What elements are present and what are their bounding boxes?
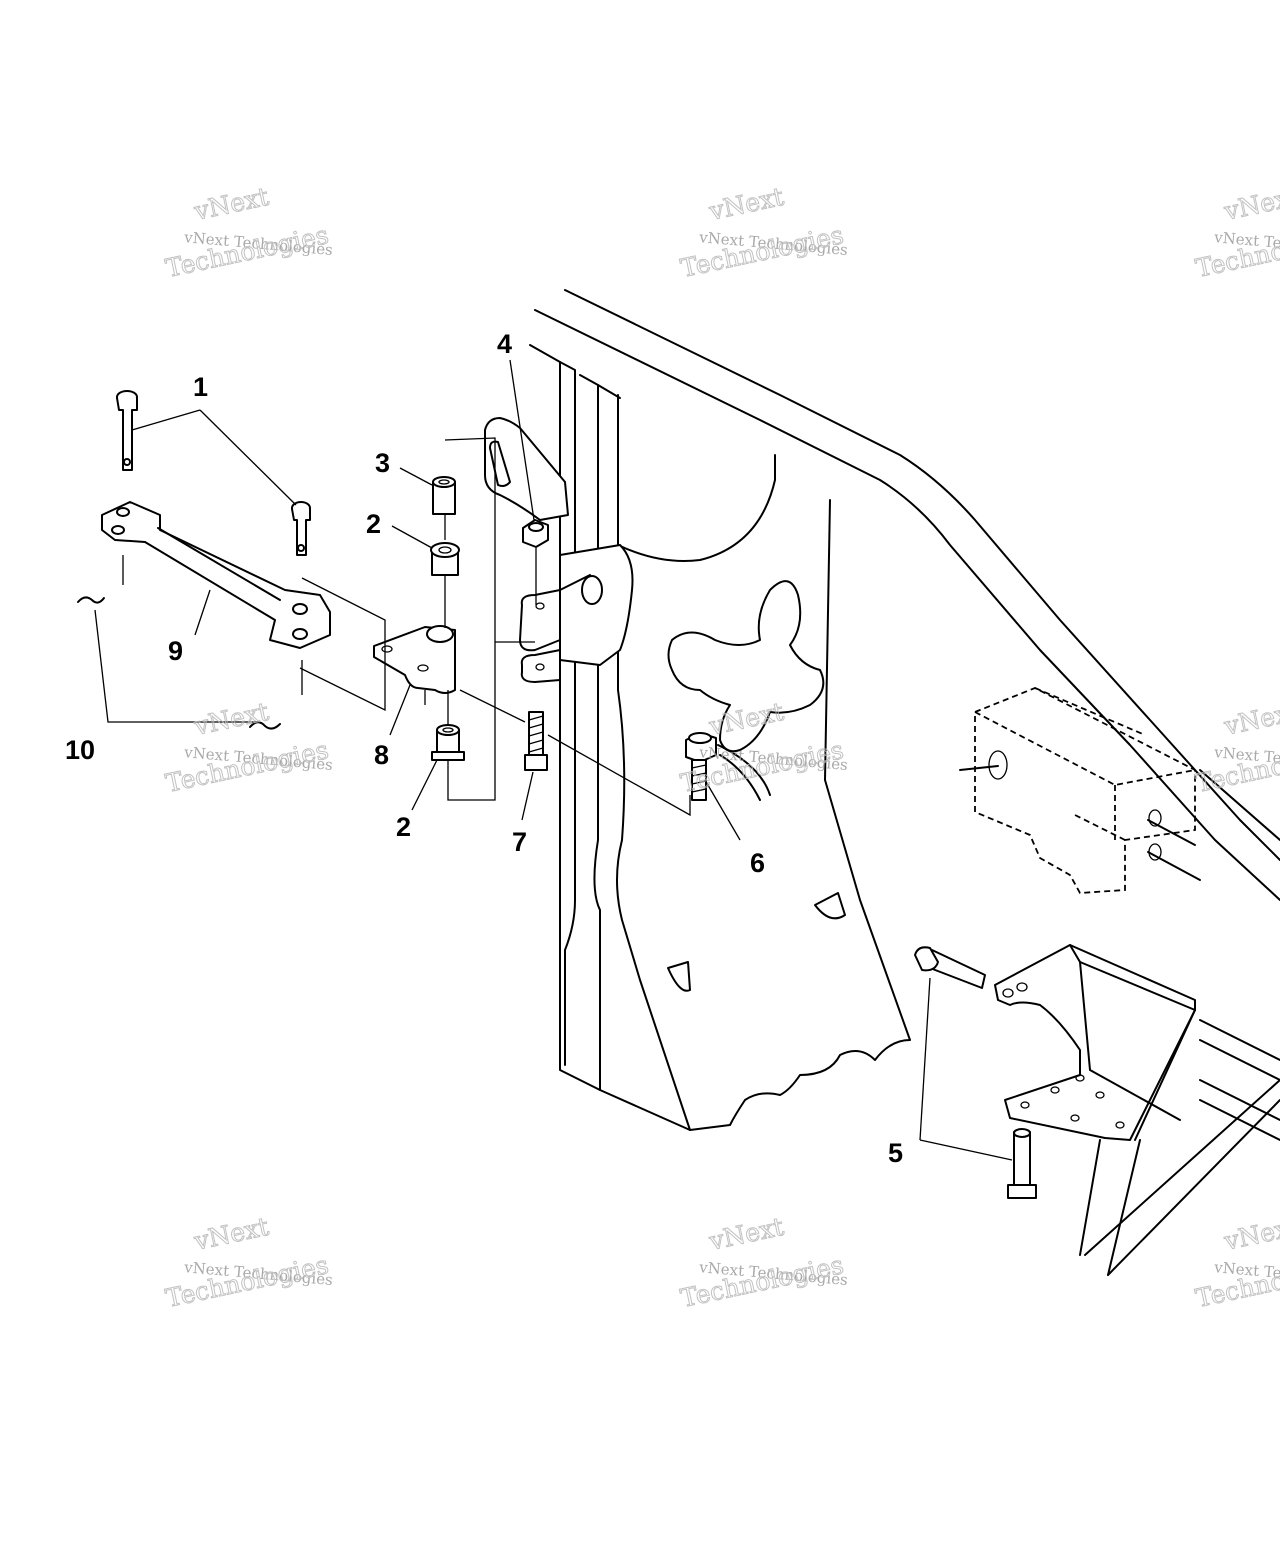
callout-7: 7 (512, 827, 527, 857)
callout-9: 9 (168, 636, 183, 666)
part-1-pins (116, 390, 311, 556)
part-8-hinge-plate (373, 625, 456, 694)
vehicle-frame (484, 289, 1280, 1131)
watermark-text: vNext (706, 182, 786, 226)
part-4-nut (522, 519, 549, 548)
part-3-bushing (432, 476, 456, 515)
callout-1: 1 (193, 372, 208, 402)
watermark-text: vNext (191, 697, 271, 741)
callout-leader-lines (94, 359, 1013, 1161)
part-2-bushing-top (430, 542, 460, 576)
watermark-text: vNext (1221, 697, 1280, 741)
dashed-mount-block (959, 687, 1201, 894)
callout-8: 8 (374, 740, 389, 770)
watermark-text: vNext (191, 182, 271, 226)
watermark-text: vNext (706, 1212, 786, 1256)
part-6-bolt (685, 732, 771, 801)
callout-labels: 1 2 2 3 4 5 6 7 8 9 10 (65, 329, 903, 1168)
callout-5: 5 (888, 1138, 903, 1168)
watermark-text: vNext (706, 697, 786, 741)
callout-4: 4 (497, 329, 512, 359)
lower-mount-bracket (914, 944, 1280, 1276)
part-7-bolt (524, 711, 548, 771)
assembly-leader-lines (122, 437, 691, 817)
callout-2-top: 2 (366, 509, 381, 539)
part-2-bushing-bottom (431, 724, 465, 761)
part-10-cotter-pins (77, 596, 281, 730)
watermark-text: vNext (191, 1212, 271, 1256)
callout-2-bottom: 2 (396, 812, 411, 842)
callout-3: 3 (375, 448, 390, 478)
callout-6: 6 (750, 848, 765, 878)
watermark-text: vNext (1221, 1212, 1280, 1256)
callout-10: 10 (65, 735, 95, 765)
part-9-link-arm (101, 501, 331, 649)
watermark-layer: vNext vNext Technologies Technologies vN… (163, 181, 1280, 1313)
watermark-text: vNext (1221, 182, 1280, 226)
